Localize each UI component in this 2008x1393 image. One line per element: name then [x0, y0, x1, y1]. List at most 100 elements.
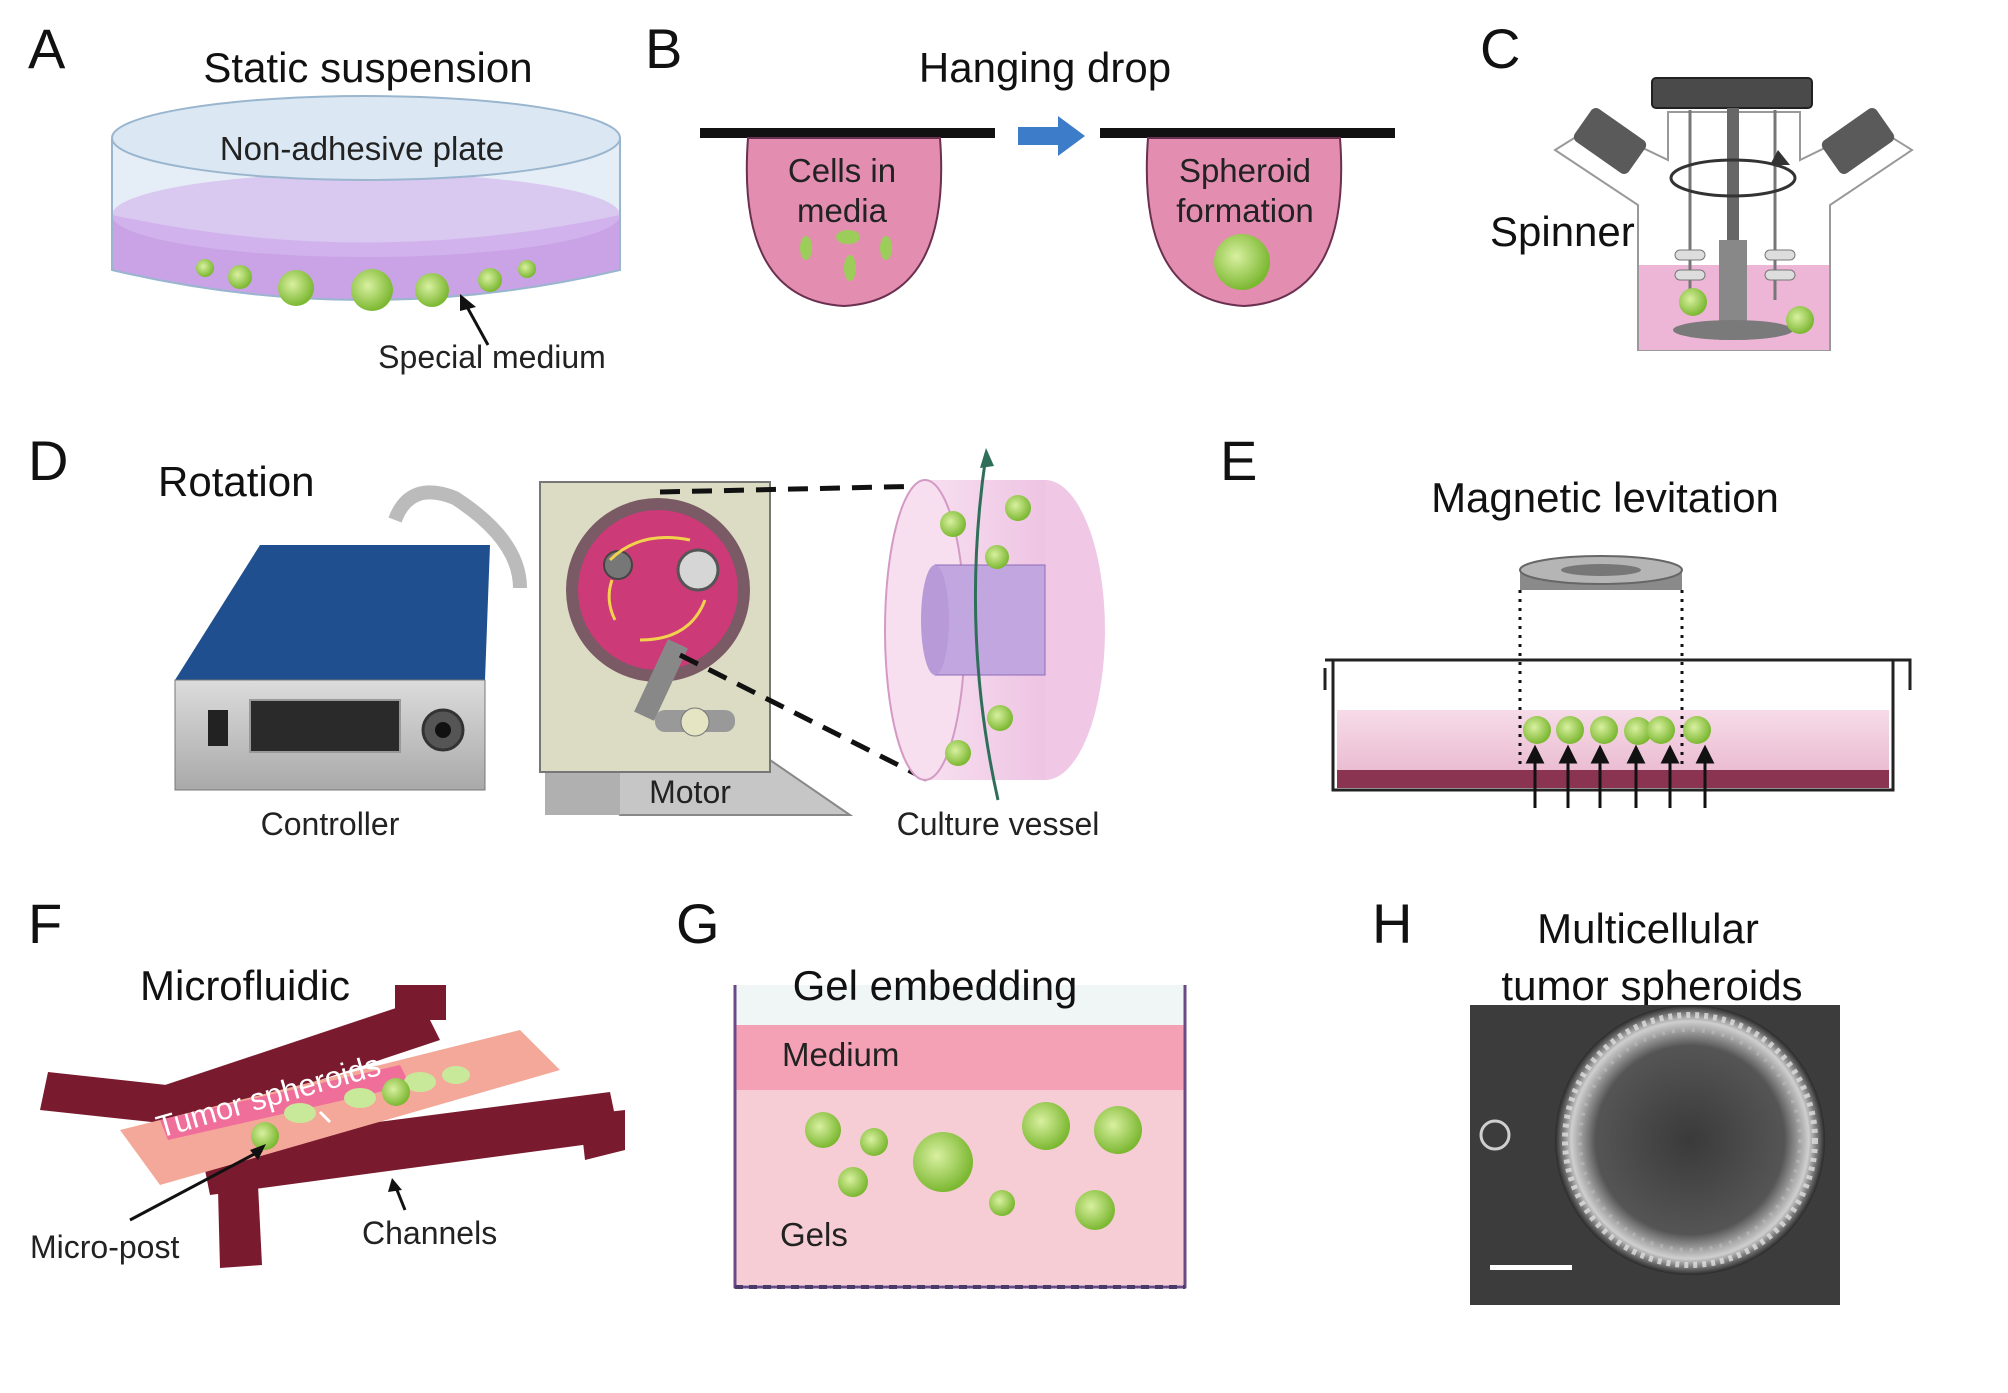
panel-d: D Rotation Controller Motor — [28, 429, 1105, 842]
panel-h: H Multicellular tumor spheroids — [1372, 892, 1840, 1305]
rotation-arrow-icon — [1669, 158, 1797, 198]
plate-label: Non-adhesive plate — [220, 130, 504, 167]
side-cap-left — [1573, 108, 1647, 174]
spheroid — [404, 1072, 436, 1092]
panel-a: A Static suspension Non-adhesive plate S… — [28, 17, 621, 375]
vessel-label: Culture vessel — [897, 806, 1100, 842]
panel-letter-c: C — [1480, 17, 1520, 80]
panel-g: G Gel embedding Medium Gels — [676, 892, 1187, 1289]
panel-f: F Microfluidic Tumor spheroids Micro-pos… — [28, 892, 625, 1268]
spheroid — [1647, 716, 1675, 744]
spheroid — [351, 269, 393, 311]
spheroid — [278, 270, 314, 306]
panel-letter-h: H — [1372, 892, 1412, 955]
spheroid — [945, 740, 971, 766]
spheroid — [1624, 717, 1652, 745]
panel-letter-f: F — [28, 892, 62, 955]
gels-label: Gels — [780, 1216, 848, 1253]
scale-bar — [1490, 1265, 1572, 1270]
panel-e-title: Magnetic levitation — [1431, 474, 1779, 521]
panel-c: C Spinner — [1480, 17, 1914, 351]
spheroid — [1005, 495, 1031, 521]
spheroid — [940, 511, 966, 537]
hanging-drop-spheroid — [1145, 137, 1343, 308]
drop2-line2: formation — [1176, 192, 1314, 229]
panel-letter-a: A — [28, 17, 66, 80]
arrow-icon — [1018, 116, 1085, 156]
controller-switch — [208, 710, 228, 746]
panel-h-title-line2: tumor spheroids — [1501, 962, 1802, 1009]
spheroid — [518, 260, 536, 278]
drop2-line1: Spheroid — [1179, 152, 1311, 189]
levitated-spheroids — [1523, 716, 1711, 745]
spheroid — [1556, 716, 1584, 744]
controller-top — [175, 545, 490, 680]
motor-label: Motor — [649, 774, 731, 810]
panel-f-title: Microfluidic — [140, 962, 350, 1009]
controller-display — [249, 699, 401, 753]
vessel-core — [934, 564, 1046, 676]
spheroid — [913, 1132, 973, 1192]
magnetic-force-arrows — [1525, 744, 1715, 808]
channel-top — [150, 1000, 440, 1130]
chamber-spheroids — [251, 1066, 470, 1150]
spheroid — [1075, 1190, 1115, 1230]
single-cells — [800, 230, 892, 281]
levitation-dish — [1331, 660, 1895, 792]
post-pointer-arrow — [129, 1148, 263, 1222]
embedded-spheroids — [805, 1102, 1142, 1230]
side-cap-right — [1821, 108, 1895, 174]
spheroid — [805, 1112, 841, 1148]
gel-headspace — [735, 985, 1185, 1025]
spheroids-a — [196, 259, 536, 311]
panel-letter-d: D — [28, 429, 68, 492]
micrograph-spheroid — [1555, 1005, 1825, 1275]
spheroid — [284, 1103, 316, 1123]
channel-bottom — [200, 1092, 620, 1195]
rotation-arrow-icon — [973, 454, 1000, 801]
spheroid — [415, 273, 449, 307]
spheroid — [1022, 1102, 1070, 1150]
panel-a-title: Static suspension — [203, 44, 532, 91]
panel-letter-g: G — [676, 892, 720, 955]
drop1-line1: Cells in — [788, 152, 896, 189]
spheroid — [196, 259, 214, 277]
spheroid — [382, 1078, 410, 1106]
drop1-line2: media — [797, 192, 888, 229]
non-adhesive-dish — [111, 95, 621, 301]
controller-label: Controller — [261, 806, 400, 842]
panel-e: E Magnetic levitation — [1220, 429, 1912, 808]
spheroid — [860, 1128, 888, 1156]
spheroid — [985, 545, 1009, 569]
panel-b: B Hanging drop Cells in media Spheroid f… — [645, 17, 1395, 308]
motor-disc — [578, 510, 738, 670]
medium-label: Special medium — [378, 339, 606, 375]
spheroid — [1786, 306, 1814, 334]
panel-d-title: Rotation — [158, 458, 314, 505]
spheroids-pointer-arrow — [318, 1110, 332, 1124]
gel-medium-label: Medium — [782, 1036, 899, 1073]
panel-h-title-line1: Multicellular — [1537, 905, 1759, 952]
spheroid — [442, 1066, 470, 1084]
panel-letter-e: E — [1220, 429, 1257, 492]
spheroid — [1214, 234, 1270, 290]
spheroid — [344, 1088, 376, 1108]
post-label: Micro-post — [30, 1229, 179, 1265]
spheroid — [251, 1122, 279, 1150]
medium-pointer-arrow — [464, 304, 490, 346]
spheroid — [478, 268, 502, 292]
spheroid — [989, 1190, 1015, 1216]
spinner-label: Spinner — [1490, 208, 1635, 255]
channels-label: Channels — [362, 1215, 497, 1251]
spinner-cap — [1651, 77, 1813, 109]
spheroid — [1679, 288, 1707, 316]
panel-letter-b: B — [645, 17, 682, 80]
spheroid — [1523, 716, 1551, 744]
spheroid — [838, 1167, 868, 1197]
motor-arm — [634, 639, 688, 721]
spheroid — [1590, 716, 1618, 744]
spheroid — [987, 705, 1013, 731]
hanging-drop-cells — [745, 137, 943, 308]
controller-cable — [388, 485, 527, 589]
panel-b-title: Hanging drop — [919, 44, 1171, 91]
